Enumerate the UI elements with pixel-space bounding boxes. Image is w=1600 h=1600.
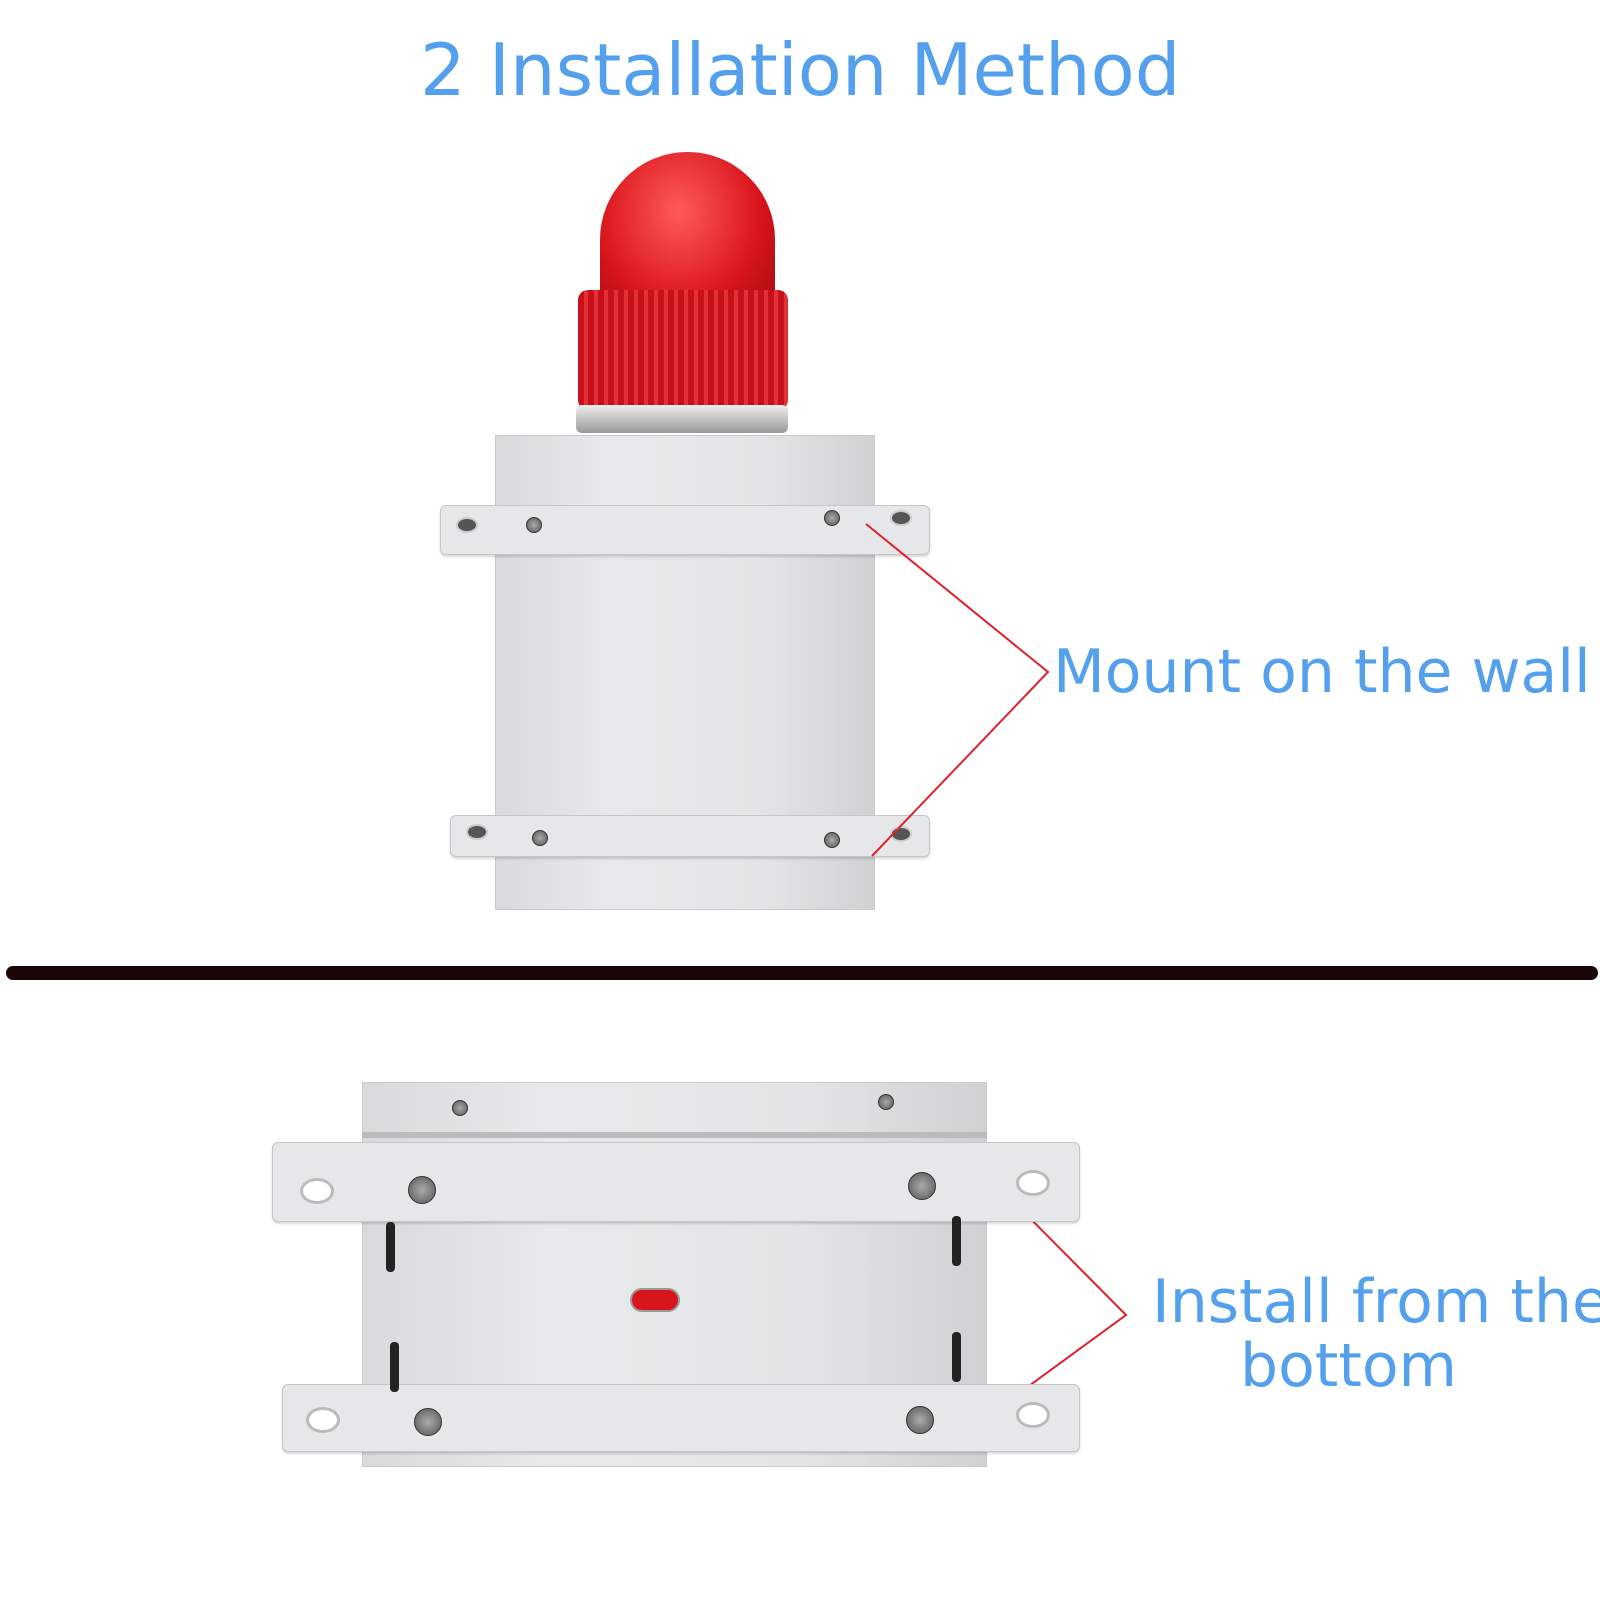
screw-icon	[878, 1094, 894, 1110]
bottom-pointer-line	[995, 1187, 1128, 1411]
top-bracket	[440, 505, 930, 555]
vent-slot	[390, 1342, 399, 1392]
screw-icon	[908, 1172, 936, 1200]
screw-icon	[452, 1100, 468, 1116]
mount-hole	[306, 1407, 340, 1433]
screw-icon	[526, 517, 542, 533]
screw-icon	[824, 832, 840, 848]
screw-icon	[906, 1406, 934, 1434]
beacon-ring	[576, 405, 788, 433]
vent-slot	[386, 1222, 395, 1272]
bottom-bracket	[450, 815, 930, 857]
mount-hole	[1016, 1170, 1050, 1196]
bottom-install-label-line2: bottom	[1240, 1331, 1458, 1401]
alarm-device-bottom-view	[272, 1082, 1082, 1472]
screw-icon	[824, 510, 840, 526]
vent-slot	[952, 1216, 961, 1266]
page-title: 2 Installation Method	[420, 28, 1181, 112]
screw-icon	[408, 1176, 436, 1204]
screw-icon	[532, 830, 548, 846]
beacon-base-lens	[578, 290, 788, 410]
wall-mount-label: Mount on the wall	[1053, 637, 1591, 707]
alarm-device-wall-mount	[440, 150, 940, 930]
bottom-bracket	[282, 1384, 1080, 1452]
enclosure-lid-edge	[362, 1132, 987, 1138]
top-bracket	[272, 1142, 1080, 1222]
mount-hole	[300, 1178, 334, 1204]
screw-icon	[414, 1408, 442, 1436]
mount-hole	[890, 510, 912, 526]
wall-pointer-line	[865, 523, 1050, 857]
vent-slot	[952, 1332, 961, 1382]
bottom-install-label-line1: Install from the	[1152, 1267, 1600, 1337]
mount-hole	[456, 517, 478, 533]
mount-hole	[1016, 1402, 1050, 1428]
divider-line	[6, 966, 1598, 980]
red-latch	[630, 1288, 680, 1312]
mount-hole	[466, 824, 488, 840]
